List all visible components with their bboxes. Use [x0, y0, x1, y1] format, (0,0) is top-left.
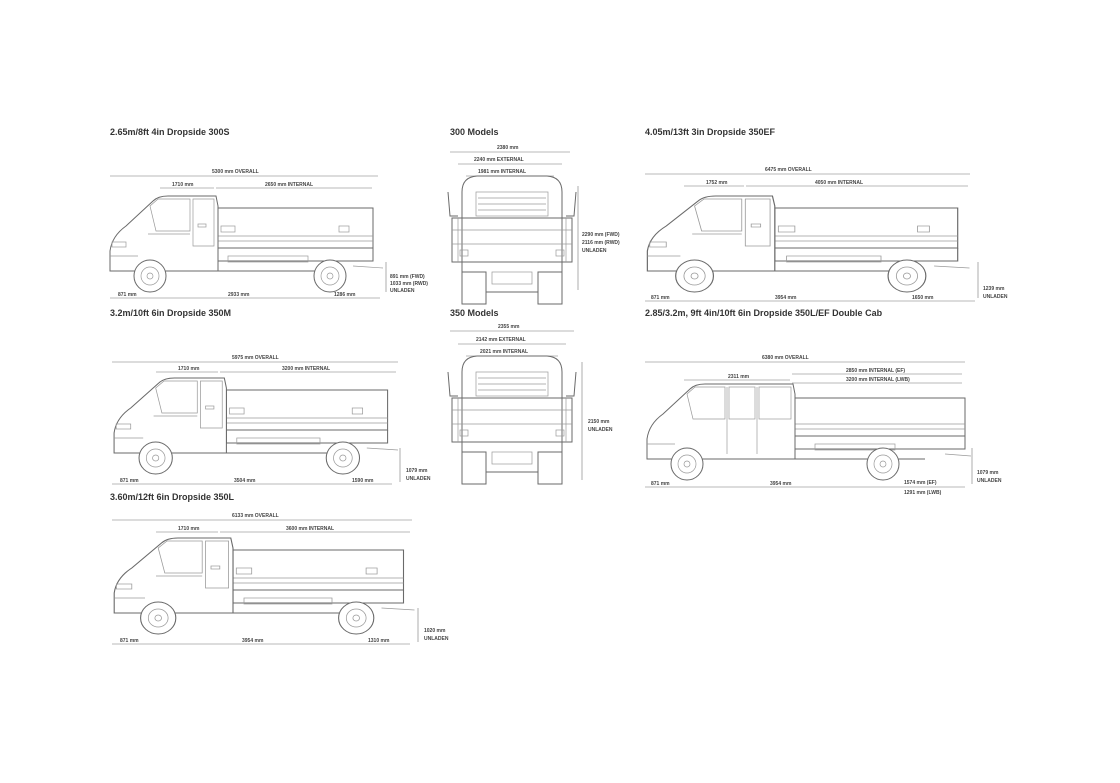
front-overhang: 871 mm [118, 292, 137, 298]
overall-length: 6380 mm OVERALL [762, 355, 809, 361]
internal-width: 1981 mm INTERNAL [478, 169, 526, 175]
side-view-3: 3.2m/10ft 6in Dropside 350M 5975 mm OVER… [110, 308, 431, 485]
external-width: 2240 mm EXTERNAL [474, 157, 524, 163]
wheelbase: 2933 mm [228, 292, 250, 298]
view-title: 300 Models [450, 127, 499, 137]
internal-length: 3600 mm INTERNAL [286, 526, 334, 532]
internal-length: 2650 mm INTERNAL [265, 182, 313, 188]
external-width: 2142 mm EXTERNAL [476, 337, 526, 343]
front-overhang: 871 mm [651, 481, 670, 487]
unladen-note: UNLADEN [582, 248, 607, 254]
cab-length: 1710 mm [178, 366, 200, 372]
bed-height-rwd: 1033 mm (RWD) [390, 281, 428, 287]
rear-view-350: 350 Models 2355 mm 2142 mm EXTERNAL 2021… [447, 308, 613, 485]
rear-overhang: 1590 mm [352, 478, 374, 484]
bed-height: 1079 mm [977, 470, 999, 476]
overall-length: 6475 mm OVERALL [765, 167, 812, 173]
view-title: 3.2m/10ft 6in Dropside 350M [110, 308, 231, 318]
rear-overhang: 1650 mm [912, 295, 934, 301]
wheelbase: 3954 mm [242, 638, 264, 644]
overall-width: 2380 mm [497, 145, 519, 151]
bed-height: 1239 mm [983, 286, 1005, 292]
front-overhang: 871 mm [120, 478, 139, 484]
internal-length-ef: 2850 mm INTERNAL (EF) [846, 368, 905, 374]
rear-overhang-lwb: 1291 mm (LWB) [904, 490, 942, 496]
cab-length: 1752 mm [706, 180, 728, 186]
height: 2150 mm [588, 419, 610, 425]
front-overhang: 871 mm [120, 638, 139, 644]
wheelbase: 3954 mm [775, 295, 797, 301]
internal-length: 4050 mm INTERNAL [815, 180, 863, 186]
cab-length: 2311 mm [728, 374, 750, 380]
view-title: 4.05m/13ft 3in Dropside 350EF [645, 127, 776, 137]
bed-height: 1079 mm [406, 468, 428, 474]
view-title: 2.65m/8ft 4in Dropside 300S [110, 127, 230, 137]
overall-length: 6133 mm OVERALL [232, 513, 279, 519]
internal-width: 2021 mm INTERNAL [480, 349, 528, 355]
wheelbase: 3504 mm [234, 478, 256, 484]
rear-overhang: 1286 mm [334, 292, 356, 298]
wheelbase: 3954 mm [770, 481, 792, 487]
overall-width: 2355 mm [498, 324, 520, 330]
unladen-note: UNLADEN [424, 636, 449, 642]
internal-length: 3200 mm INTERNAL [282, 366, 330, 372]
front-overhang: 871 mm [651, 295, 670, 301]
side-view-1: 2.65m/8ft 4in Dropside 300S 5300 mm OVER… [109, 127, 428, 299]
side-view-5: 3.60m/12ft 6in Dropside 350L 6133 mm OVE… [110, 492, 449, 645]
bed-height: 1020 mm [424, 628, 446, 634]
side-view-2: 4.05m/13ft 3in Dropside 350EF 6475 mm OV… [645, 127, 1008, 302]
view-title: 2.85/3.2m, 9ft 4in/10ft 6in Dropside 350… [645, 308, 883, 318]
rear-view-300: 300 Models 2380 mm 2240 mm EXTERNAL 1981… [447, 127, 620, 305]
unladen-note: UNLADEN [406, 476, 431, 482]
rear-overhang: 1310 mm [368, 638, 390, 644]
bed-height-fwd: 891 mm (FWD) [390, 274, 425, 280]
rear-overhang-ef: 1574 mm (EF) [904, 480, 937, 486]
cab-length: 1710 mm [178, 526, 200, 532]
height-fwd: 2290 mm (FWD) [582, 232, 620, 238]
view-title: 3.60m/12ft 6in Dropside 350L [110, 492, 235, 502]
unladen-note: UNLADEN [983, 294, 1008, 300]
unladen-note: UNLADEN [588, 427, 613, 433]
height-rwd: 2116 mm (RWD) [582, 240, 620, 246]
cab-length: 1710 mm [172, 182, 194, 188]
overall-length: 5300 mm OVERALL [212, 169, 259, 175]
side-view-4-double-cab: 2.85/3.2m, 9ft 4in/10ft 6in Dropside 350… [645, 308, 1002, 496]
unladen-note: UNLADEN [977, 478, 1002, 484]
overall-length: 5975 mm OVERALL [232, 355, 279, 361]
view-title: 350 Models [450, 308, 499, 318]
unladen-note: UNLADEN [390, 288, 415, 294]
internal-length-lwb: 3200 mm INTERNAL (LWB) [846, 377, 910, 383]
